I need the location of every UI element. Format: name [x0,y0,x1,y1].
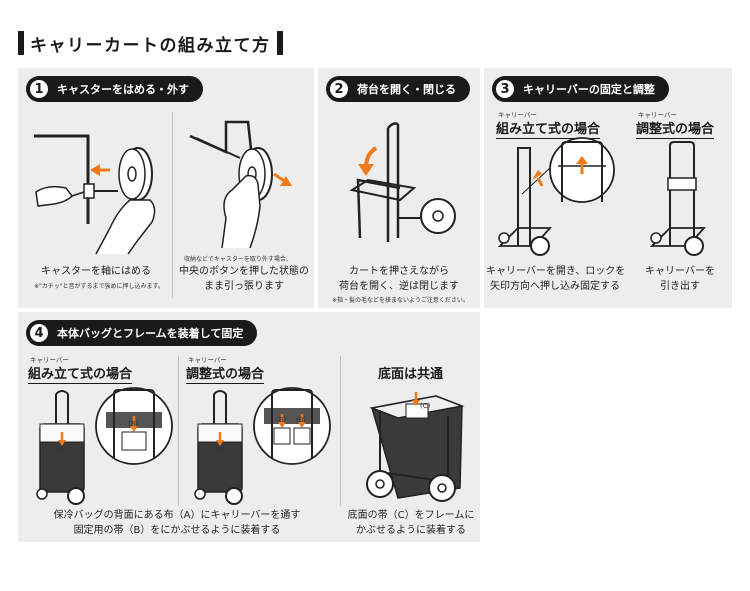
section-3-panel: 3 キャリーバーの固定と調整 キャリーバー 組み立て式の場合 キャリーバー 調整… [484,68,732,308]
section-2-title: 荷台を開く・閉じる [357,83,456,96]
section-2-note: ※指・髪の毛などを挟まないようご注意ください。 [332,297,469,304]
section-4-col1-label-b: (B) [128,420,139,428]
section-3-header: 3 キャリーバーの固定と調整 [492,76,669,102]
section-4-col2-label-a: (A) [212,446,223,454]
section-4-col2-ruby: キャリーバー [188,356,227,364]
section-1-number: 1 [29,79,49,99]
section-2-caption-2: 荷台を開く、逆は閉じます [339,281,459,292]
section-4-col1-label-a: (A) [54,446,65,454]
section-3-right-caption-2: 引き出す [660,281,700,292]
section-3-left-caption-1: キャリーバーを開き、ロックを [486,266,626,277]
section-1-header: 1 キャスターをはめる・外す [26,76,203,102]
caster-attach-illustration [34,134,156,255]
cart-open-illustration [349,122,456,242]
bag-assembled-illustration [36,387,173,505]
caster-remove-illustration [189,120,292,249]
section-4-header: 4 本体バッグとフレームを装着して固定 [26,320,258,346]
section-2-caption-1: カートを押さえながら [349,266,449,277]
section-3-right-caption-1: キャリーバーを [645,266,715,277]
page-title: キャリーカートの組み立て方 [18,30,283,56]
adjustable-bar-illustration [649,141,707,256]
section-4-col3-heading: 底面は共通 [378,367,444,382]
section-4-caption-right-2: かぶせるように装着する [356,525,466,536]
section-3-right-heading: 調整式の場合 [636,118,715,139]
section-1-right-caption-1: 中央のボタンを押した状態の [179,266,309,277]
section-4-caption-left-2: 固定用の帯（B）をにかぶせるように装着する [73,525,281,536]
section-4-divider-2 [340,356,341,506]
section-4-caption-right-1: 底面の帯（C）をフレームに [347,510,475,521]
section-4-col3-label-c: (C) [420,402,431,410]
section-3-right-ruby: キャリーバー [638,111,677,119]
section-4-divider-1 [178,356,179,506]
section-4-panel: 4 本体バッグとフレームを装着して固定 キャリーバー 組み立て式の場合 キャリー… [18,312,480,542]
section-4-col2-heading: 調整式の場合 [186,363,265,384]
section-2-panel: 2 荷台を開く・閉じる カートを押さえながら 荷台を開く、逆は閉じます ※指・髪… [318,68,480,308]
section-1-left-note: ※"カチッ"と音がするまで強めに押し込みます。 [34,283,164,290]
section-2-header: 2 荷台を開く・閉じる [326,76,470,102]
section-4-title: 本体バッグとフレームを装着して固定 [57,327,244,340]
section-3-left-heading: 組み立て式の場合 [496,118,601,139]
section-1-right-caption-2: まま引っ張ります [204,281,284,292]
section-3-left-ruby: キャリーバー [498,111,537,119]
bag-adjustable-illustration [194,387,331,505]
title-bar-right [276,31,283,55]
section-1-divider [172,112,173,298]
page-title-text: キャリーカートの組み立て方 [30,35,271,56]
section-4-col1-ruby: キャリーバー [30,356,69,364]
title-bar-left [18,31,24,55]
section-3-number: 3 [495,79,515,99]
section-3-left-caption-2: 矢印方向へ押し込み固定する [490,281,620,292]
section-1-panel: 1 キャスターをはめる・外す キャスターを軸にはめる ※"カチッ"と音がするまで… [18,68,314,308]
section-4-col1-heading: 組み立て式の場合 [28,363,133,384]
section-2-number: 2 [329,79,349,99]
section-4-number: 4 [29,323,49,343]
section-4-col2-label-b2: (B) [296,416,307,424]
section-4-caption-left-1: 保冷バッグの背面にある布（A）にキャリーバーを通す [53,510,301,521]
section-3-title: キャリーバーの固定と調整 [523,83,655,96]
section-1-right-note: 収納などでキャスターを取り外す場合、 [184,256,292,263]
bag-bottom-illustration [366,392,465,502]
section-1-title: キャスターをはめる・外す [57,83,189,96]
section-4-col2-label-b1: (B) [276,416,287,424]
section-1-left-caption: キャスターを軸にはめる [41,266,151,277]
assembled-bar-illustration [497,137,615,256]
